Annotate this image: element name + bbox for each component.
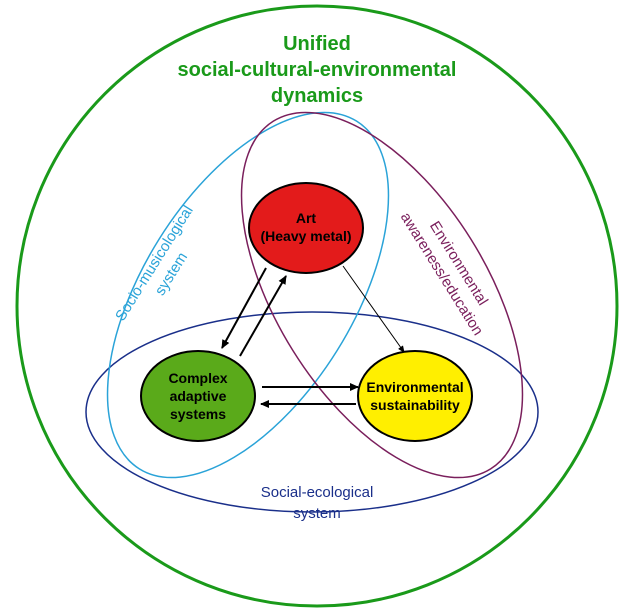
environmental-awareness-ellipse xyxy=(240,111,524,479)
complex-node-circle xyxy=(140,350,256,442)
complex-node-label-line-3: systems xyxy=(170,406,226,422)
complex-adaptive-systems-node: Complex adaptive systems xyxy=(140,350,256,442)
environmental-sustainability-node: Environmental sustainability xyxy=(357,350,473,442)
complex-node-label-line-2: adaptive xyxy=(170,388,227,404)
environmental-node-label-line-1: Environmental xyxy=(366,379,463,395)
title-line-2: social-cultural-environmental xyxy=(178,59,457,81)
social-ecological-label-line-1: Social-ecological xyxy=(261,484,374,501)
art-node-label-line-2: (Heavy metal) xyxy=(260,228,351,244)
arrow-art-to-environmental xyxy=(342,265,405,353)
complex-node-label-line-1: Complex xyxy=(168,370,227,386)
art-node-circle xyxy=(248,182,364,274)
socio-musicological-label: Socio-musicological system xyxy=(112,203,197,324)
art-node: Art (Heavy metal) xyxy=(248,182,364,274)
title-line-1: Unified xyxy=(283,33,351,55)
social-ecological-label-line-2: system xyxy=(293,505,341,522)
art-node-label-line-1: Art xyxy=(296,210,317,226)
unified-dynamics-circle xyxy=(15,4,619,608)
title-line-3: dynamics xyxy=(271,85,363,107)
arrow-art-to-complex xyxy=(221,267,267,349)
social-ecological-ellipse xyxy=(85,311,539,513)
arrow-complex-to-art xyxy=(239,275,287,357)
environmental-node-circle xyxy=(357,350,473,442)
environmental-node-label-line-2: sustainability xyxy=(370,397,460,413)
socio-musicological-ellipse xyxy=(106,111,390,479)
